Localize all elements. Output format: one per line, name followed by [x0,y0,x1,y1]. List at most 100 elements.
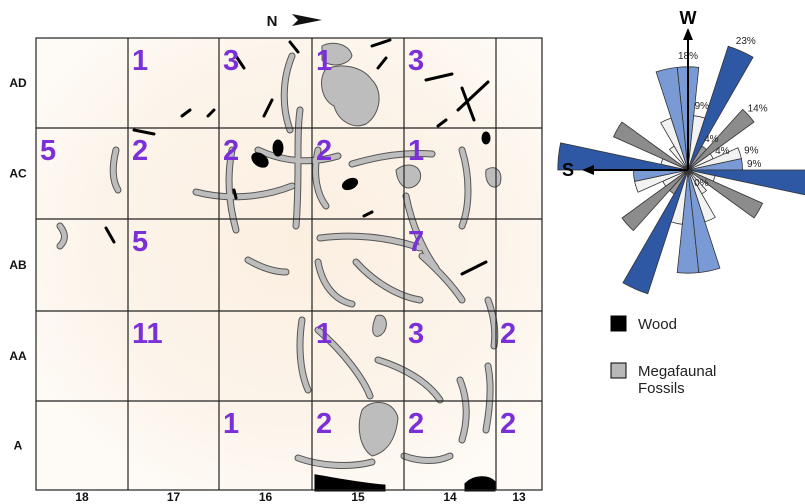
cell-count: 1 [316,45,332,77]
rose-petal [687,45,754,171]
wood-piece [370,38,392,48]
cell-count: 2 [316,408,332,440]
west-arrow-icon [683,28,693,40]
fossil-skull [321,65,380,127]
rose-petal [687,108,755,171]
wood-piece [456,80,490,112]
wood-piece [376,56,388,70]
south-arrow: S [562,160,688,180]
column-label: 14 [443,490,457,504]
row-label: AA [9,349,27,363]
wood-swatch [610,315,627,332]
wood-piece [481,131,491,145]
cell-count: 3 [223,45,239,77]
rose-value-label: 14% [748,103,768,114]
cell-count: 3 [408,45,424,77]
cell-count: 5 [40,135,56,167]
rose-petal [687,169,764,219]
north-arrow-icon [292,14,322,26]
wood-piece [251,152,269,168]
row-label: A [14,439,23,453]
west-label: W [680,8,697,28]
rose-petal [687,169,721,274]
fossil-legend-label-line2: Fossils [638,380,685,397]
wood-piece [234,54,246,70]
wood-piece [460,86,476,122]
rose-petal-mirror [621,169,689,232]
column-label: 13 [512,490,526,504]
column-label: 16 [259,490,273,504]
wood-piece [132,128,156,136]
legend [610,315,627,379]
row-label: AD [9,76,27,90]
wood-piece [341,177,359,191]
rose-petal-mirror [557,142,689,171]
wood-layer [104,38,496,492]
rose-petal-mirror [612,121,689,171]
column-label: 18 [75,490,89,504]
wood-piece [262,98,274,118]
cell-count: 1 [316,318,332,350]
west-arrow: W [680,8,697,170]
wood-piece [104,226,116,244]
north-arrow: N [267,13,322,30]
wood-piece [232,188,238,200]
rose-petal [687,169,805,196]
rose-value-label: 23% [736,36,756,47]
rose-value-label: 0% [694,178,709,189]
cell-count: 5 [132,226,148,258]
fossil-bone [372,314,387,337]
rose-value-label: 9% [695,101,710,112]
cell-count: 2 [132,135,148,167]
rose-value-label: 9% [747,159,762,170]
fossil-swatch [610,362,627,379]
fossil-bone [358,402,399,457]
wood-piece [424,72,454,82]
wood-piece [314,474,386,492]
cell-count: 7 [408,226,424,258]
cell-count: 1 [408,135,424,167]
south-label: S [562,160,574,180]
north-label: N [267,13,278,30]
cell-count: 2 [223,135,239,167]
fossil-bone [485,167,502,188]
fossil-bone [321,42,353,66]
rose-value-label: 9% [744,145,759,156]
south-arrow-icon [582,165,594,175]
grid-lines [35,37,543,491]
cell-count: 2 [408,408,424,440]
cell-count: 11 [132,318,163,350]
cell-count: 1 [132,45,148,77]
rose-petal-mirror [655,66,689,171]
wood-piece [436,118,448,128]
column-label: 17 [167,490,181,504]
column-labels: 18 17 16 15 14 13 [75,490,526,504]
wood-piece [180,108,192,118]
rose-value-label: 4% [704,134,719,145]
cell-count: 2 [500,408,516,440]
wood-piece [460,260,488,276]
wood-piece [362,210,374,218]
rose-diagram: 18%23%9%4%14%9%9%0%4% W S [557,8,805,295]
rose-petal-mirror [622,169,689,295]
wood-piece [272,139,284,157]
row-label: AB [9,258,27,272]
column-label: 15 [351,490,365,504]
wood-legend-label: Wood [638,316,677,333]
rose-value-label: 4% [715,146,730,157]
row-label: AC [9,167,27,181]
fossil-bone [395,164,422,189]
cell-count: 1 [223,408,239,440]
fossil-legend-label-line1: Megafaunal [638,363,717,380]
wood-piece [206,108,216,118]
wood-piece [464,476,496,492]
fossil-long-bones-fill [57,53,498,468]
fossil-layer [321,42,502,457]
cell-count: 2 [316,135,332,167]
wood-piece [288,40,300,54]
cell-count: 3 [408,318,424,350]
